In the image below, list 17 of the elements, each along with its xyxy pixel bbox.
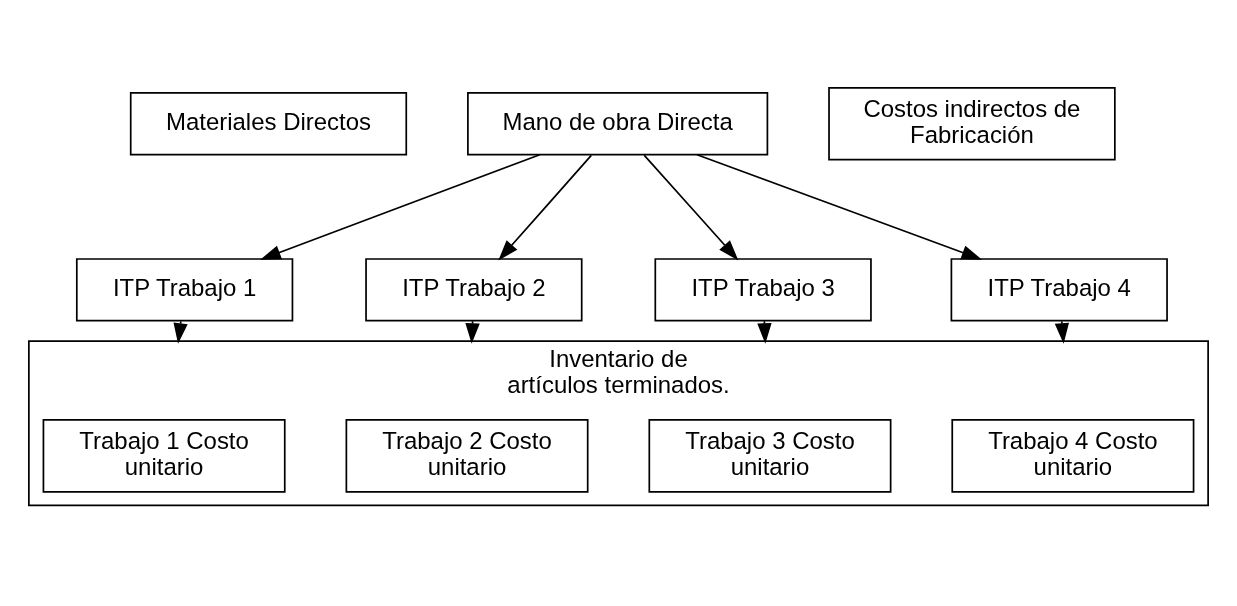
arrow xyxy=(260,153,541,260)
node-box: ITP Trabajo 2 xyxy=(365,257,583,321)
node-box: Trabajo 4 Costo unitario xyxy=(951,418,1195,493)
node-box: ITP Trabajo 4 xyxy=(950,257,1168,321)
node-box: Mano de obra Directa xyxy=(467,91,769,155)
node-box: Trabajo 1 Costo unitario xyxy=(42,418,286,493)
arrow xyxy=(498,153,593,260)
arrow xyxy=(1054,319,1070,344)
node-box: ITP Trabajo 3 xyxy=(654,257,872,321)
node-box: ITP Trabajo 1 xyxy=(75,257,294,321)
arrow xyxy=(696,153,983,260)
arrow xyxy=(643,153,739,260)
node-box: Trabajo 3 Costo unitario xyxy=(648,418,892,493)
node-box: Trabajo 2 Costo unitario xyxy=(345,418,589,493)
node-box: Materiales Directos xyxy=(129,91,408,155)
node-box: Costos indirectos de Fabricación xyxy=(828,86,1116,161)
arrow xyxy=(173,319,188,344)
